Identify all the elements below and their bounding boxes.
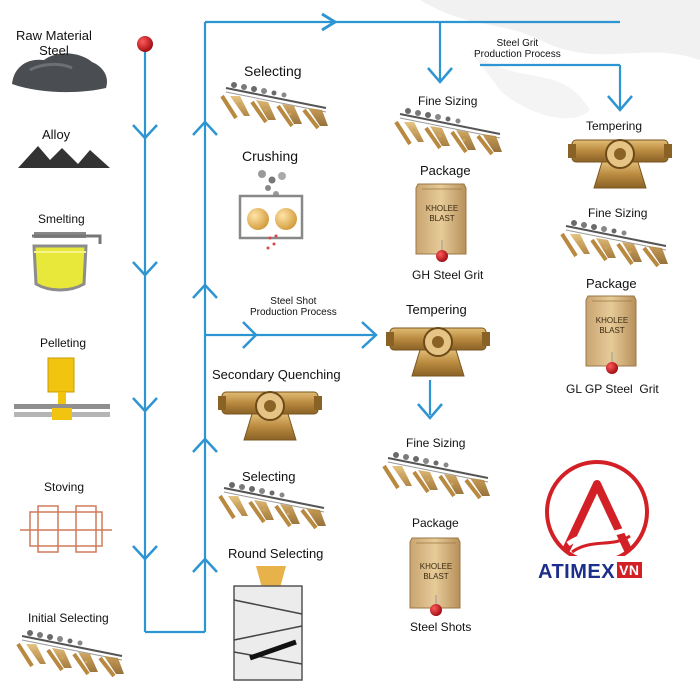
down-arrows (132, 124, 158, 561)
gh-grit-label: GH Steel Grit (412, 268, 484, 282)
round-selecting-icon (233, 566, 303, 681)
grit-package-label: Package (586, 276, 637, 291)
brand-name-text: ATIMEX (538, 561, 616, 583)
gh-fine-sizing-icon (394, 106, 504, 156)
steel-shot-process-label: Steel Shot Production Process (250, 296, 337, 318)
grit-dot (606, 362, 618, 374)
raw-material-label: Raw Material Steel (16, 28, 92, 58)
steel-shots-label: Steel Shots (410, 620, 472, 634)
secondary-quenching-label: Secondary Quenching (212, 367, 341, 382)
pelleting-label: Pelleting (40, 336, 87, 350)
gh-fine-sizing-label: Fine Sizing (418, 94, 478, 108)
steel-shot-tempering-kiln-icon (385, 327, 491, 377)
grit-tempering-kiln-icon (567, 139, 673, 189)
selecting-top-label: Selecting (244, 63, 302, 79)
gh-package-print: KHOLEE BLAST (425, 204, 459, 223)
steel-shots-dot (430, 604, 442, 616)
selecting-bottom-sieve-icon (218, 480, 328, 530)
grit-product-label: GL GP Steel Grit (566, 382, 659, 396)
raw-steel-icon (12, 53, 108, 93)
gh-package-label: Package (420, 163, 471, 178)
grit-package-print: KHOLEE BLAST (595, 316, 629, 335)
pelleting-icon (14, 357, 110, 420)
crushing-icon (238, 170, 304, 250)
steel-shot-fine-sizing-label: Fine Sizing (406, 436, 466, 450)
grit-fine-sizing-icon (560, 218, 670, 268)
alloy-icon (18, 146, 110, 168)
initial-sieve-icon (16, 628, 126, 678)
grit-process-label: Steel Grit Production Process (474, 38, 561, 60)
brand-suffix: VN (617, 562, 642, 578)
smelting-icon (32, 232, 102, 292)
selecting-bottom-label: Selecting (242, 469, 296, 484)
steel-shot-package-label: Package (412, 516, 459, 530)
up-arrows (192, 120, 218, 573)
steel-shot-tempering-label: Tempering (406, 302, 467, 317)
alloy-label: Alloy (42, 127, 71, 142)
grit-tempering-label: Tempering (586, 119, 643, 133)
start-dot (137, 36, 153, 52)
steel-shot-package-print: KHOLEE BLAST (419, 562, 453, 581)
secondary-quenching-kiln-icon (217, 391, 323, 441)
crushing-label: Crushing (242, 148, 299, 164)
stoving-icon (20, 505, 112, 553)
atimex-logo-icon (536, 460, 660, 586)
smelting-label: Smelting (38, 212, 85, 226)
initial-selecting-label: Initial Selecting (28, 611, 109, 625)
selecting-top-sieve-icon (220, 80, 330, 130)
smoke-background (420, 0, 700, 60)
grit-fine-sizing-label: Fine Sizing (588, 206, 648, 220)
round-selecting-label: Round Selecting (228, 546, 324, 561)
branch-arrows (242, 12, 633, 420)
stoving-label: Stoving (44, 480, 85, 494)
steel-shot-fine-sizing-icon (382, 450, 492, 500)
gh-grit-dot (436, 250, 448, 262)
